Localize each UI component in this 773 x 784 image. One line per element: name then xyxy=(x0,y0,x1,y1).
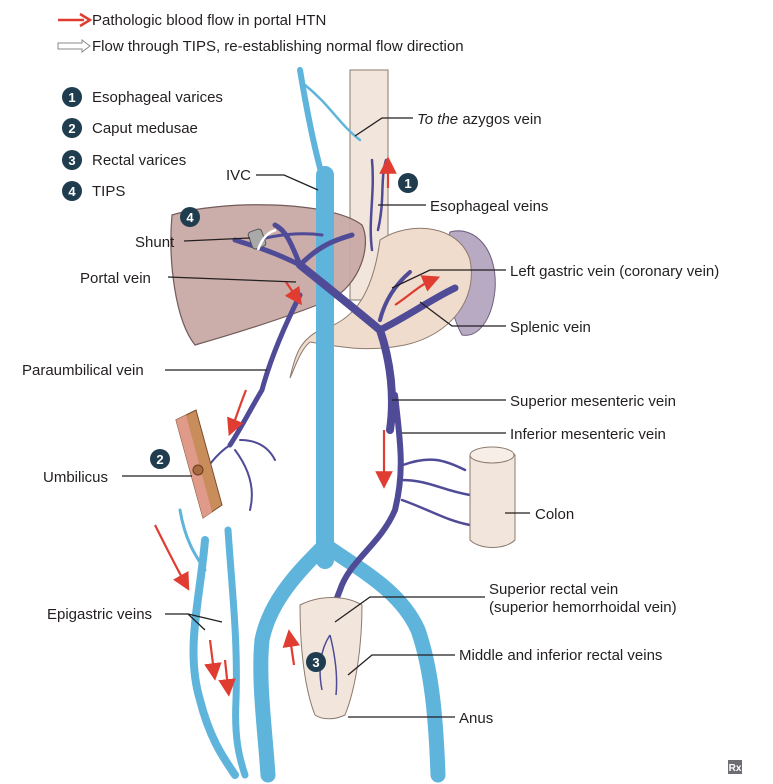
right-iliac xyxy=(317,537,446,783)
list-label-3: Rectal varices xyxy=(92,152,186,169)
marker-circle-icon xyxy=(62,87,82,107)
leader-lines xyxy=(122,117,530,718)
red-arrow-icon xyxy=(227,389,248,437)
marker-rectal: 3 xyxy=(312,655,319,670)
marker-circle-icon xyxy=(62,118,82,138)
azygos-upper xyxy=(297,67,325,178)
label-ivc: IVC xyxy=(226,167,251,184)
colonic-branches xyxy=(398,458,472,527)
marker-circle-icon xyxy=(62,150,82,170)
label-inf-mesenteric: Inferior mesenteric vein xyxy=(510,426,666,443)
rectum xyxy=(299,597,363,720)
list-label-1: Esophageal varices xyxy=(92,89,223,106)
list-num-4: 4 xyxy=(68,184,76,199)
label-anus: Anus xyxy=(459,710,493,727)
diagram-markers: 1 4 2 3 xyxy=(150,173,418,672)
left-gastric-vein xyxy=(378,270,412,322)
label-mid-inf-rectal: Middle and inferior rectal veins xyxy=(459,647,662,664)
list-num-1: 1 xyxy=(68,90,75,105)
splenic-vein xyxy=(376,284,459,334)
legend: Pathologic blood flow in portal HTN Flow… xyxy=(57,12,464,201)
red-arrow-icon xyxy=(282,629,300,666)
colon-segment xyxy=(469,446,516,548)
list-num-3: 3 xyxy=(68,153,75,168)
left-iliac xyxy=(253,537,333,783)
epigastric-branch xyxy=(178,508,207,572)
superior-mesenteric-vein xyxy=(376,326,396,434)
logo-text: Rx xyxy=(729,763,742,774)
marker-tips: 4 xyxy=(186,210,194,225)
red-arrow-icon xyxy=(284,281,302,306)
label-sup-rectal-2: (superior hemorrhoidal vein) xyxy=(489,599,677,616)
red-arrow-icon xyxy=(204,639,222,681)
label-sup-rectal-1: Superior rectal vein xyxy=(489,581,618,598)
red-arrow-icon xyxy=(58,12,93,28)
portal-veins xyxy=(199,158,472,638)
epigastric-vein-1 xyxy=(189,536,239,779)
label-paraumbilical: Paraumbilical vein xyxy=(22,362,144,379)
label-shunt: Shunt xyxy=(135,234,175,251)
epigastric-vein-2 xyxy=(224,526,249,779)
label-portal-vein: Portal vein xyxy=(80,270,151,287)
white-flow-arrow-icon xyxy=(256,228,277,251)
marker-umbilicus: 2 xyxy=(156,452,163,467)
marker-circle-icon xyxy=(62,181,82,201)
legend-white-text: Flow through TIPS, re-establishing norma… xyxy=(92,38,464,55)
numbered-list: 1 Esophageal varices 2 Caput medusae 3 R… xyxy=(62,87,223,201)
red-arrow-icon xyxy=(218,659,236,697)
marker-esophageal: 1 xyxy=(404,176,411,191)
label-splenic: Splenic vein xyxy=(510,319,591,336)
red-arrow-icon xyxy=(154,524,190,591)
azygos-branch xyxy=(303,83,362,142)
systemic-veins xyxy=(178,67,446,783)
label-azygos-prefix: To the xyxy=(417,111,458,128)
list-num-2: 2 xyxy=(68,121,75,136)
intrahepatic-branches xyxy=(232,222,355,268)
umbilicus-skin xyxy=(175,409,223,519)
label-colon: Colon xyxy=(535,506,574,523)
portal-vein-trunk xyxy=(296,261,384,334)
list-label-2: Caput medusae xyxy=(92,120,198,137)
tips-stent xyxy=(247,228,277,251)
label-left-gastric: Left gastric vein (coronary vein) xyxy=(510,263,719,280)
label-sup-mesenteric: Superior mesenteric vein xyxy=(510,393,676,410)
label-epigastric: Epigastric veins xyxy=(47,606,152,623)
label-esophageal-veins: Esophageal veins xyxy=(430,198,548,215)
red-arrow-icon xyxy=(394,275,441,306)
label-umbilicus: Umbilicus xyxy=(43,469,108,486)
rx-logo: Rx xyxy=(728,760,742,774)
legend-red-text: Pathologic blood flow in portal HTN xyxy=(92,12,326,29)
labels: To the azygos vein IVC Esophageal veins … xyxy=(22,111,719,727)
white-arrow-icon xyxy=(57,39,91,53)
label-azygos-rest: azygos vein xyxy=(458,111,541,128)
label-azygos: To the azygos vein xyxy=(417,111,542,128)
pathologic-flow-arrows xyxy=(154,156,441,697)
list-label-4: TIPS xyxy=(92,183,125,200)
